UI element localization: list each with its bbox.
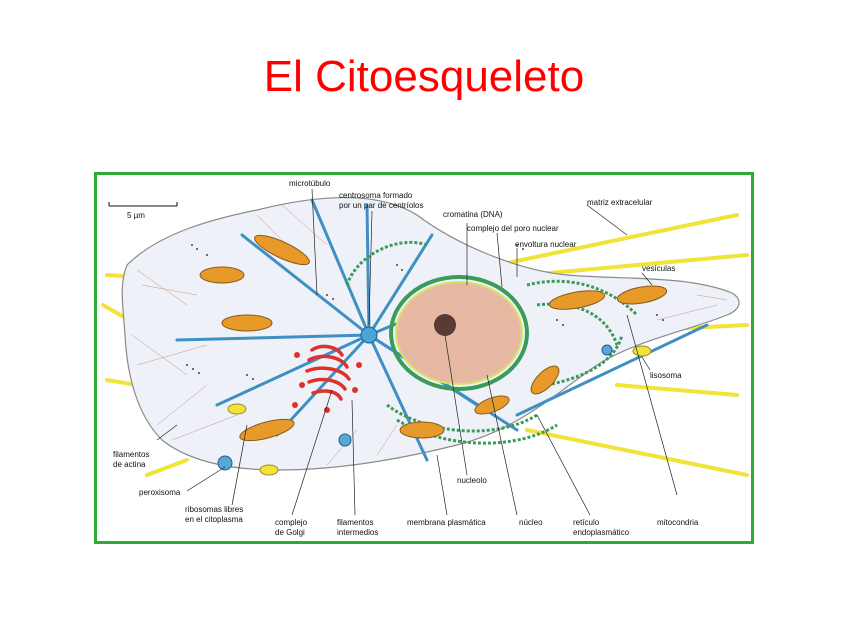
label-microtubulo: microtúbulo — [289, 179, 331, 188]
label-centrosoma-1: centrosoma formado — [339, 191, 413, 200]
label-reticulo-2: endoplasmático — [573, 528, 630, 537]
label-actina-2: de actina — [113, 460, 146, 469]
lysosome — [260, 465, 278, 475]
label-mitocondria: mitocondria — [657, 518, 699, 527]
label-cromatina: cromatina (DNA) — [443, 210, 503, 219]
slide-title: El Citoesqueleto — [0, 52, 848, 102]
lysosome — [228, 404, 246, 414]
peroxisome — [218, 456, 232, 470]
label-reticulo-1: retículo — [573, 518, 600, 527]
label-matriz: matriz extracelular — [587, 198, 653, 207]
label-poro: complejo del poro nuclear — [467, 224, 559, 233]
centrosome — [361, 327, 377, 343]
scale-bar — [109, 202, 177, 206]
label-membrana: membrana plasmática — [407, 518, 486, 527]
label-intermedios-1: filamentos — [337, 518, 373, 527]
label-centrosoma-2: por un par de centríolos — [339, 201, 424, 210]
cell-illustration: 5 µm microtúbulo centrosoma formado por … — [97, 175, 751, 541]
label-actina-1: filamentos — [113, 450, 149, 459]
nucleolus — [434, 314, 456, 336]
label-lisosoma: lisosoma — [650, 371, 682, 380]
label-ribosomas-1: ribosomas libres — [185, 505, 243, 514]
label-golgi-2: de Golgi — [275, 528, 305, 537]
nucleus — [396, 282, 522, 384]
vesicle — [339, 434, 351, 446]
label-intermedios-2: intermedios — [337, 528, 378, 537]
scale-bar-label: 5 µm — [127, 211, 145, 220]
vesicle — [602, 345, 612, 355]
label-ribosomas-2: en el citoplasma — [185, 515, 243, 524]
label-nucleo: núcleo — [519, 518, 543, 527]
label-nucleolo: nucleolo — [457, 476, 487, 485]
label-vesiculas: vesículas — [642, 264, 675, 273]
label-peroxisoma: peroxisoma — [139, 488, 181, 497]
cell-diagram: 5 µm microtúbulo centrosoma formado por … — [94, 172, 754, 544]
label-golgi-1: complejo — [275, 518, 308, 527]
label-envoltura: envoltura nuclear — [515, 240, 577, 249]
